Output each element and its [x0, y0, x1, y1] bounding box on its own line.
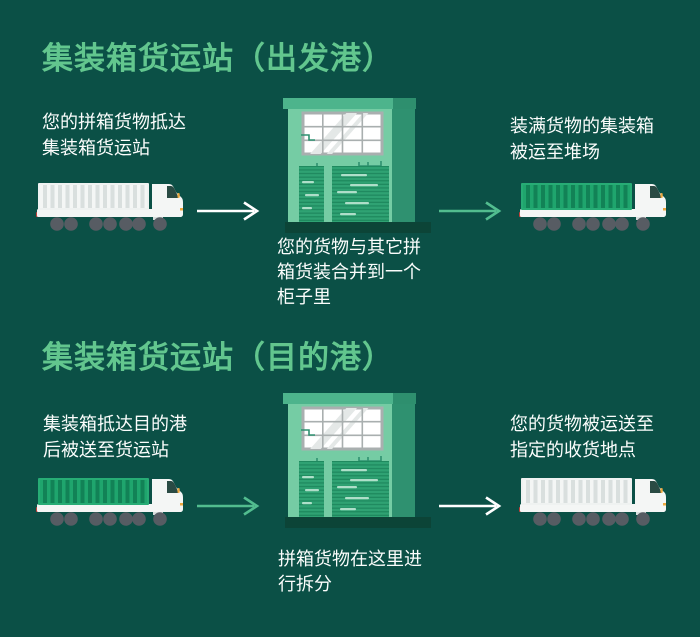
caption-line: 您的拼箱货物抵达 — [42, 112, 186, 132]
caption-line: 柜子里 — [277, 287, 331, 307]
caption-line: 拼箱货物在这里进 — [278, 549, 422, 569]
caption-line: 您的货物与其它拼 — [277, 237, 421, 257]
caption-line: 箱货装合并到一个 — [277, 262, 421, 282]
warehouse-caption: 拼箱货物在这里进 行拆分 — [278, 547, 422, 597]
white-arrow-icon — [437, 494, 511, 518]
left-step-caption: 您的拼箱货物抵达 集装箱货运站 — [42, 109, 186, 161]
warehouse-caption: 您的货物与其它拼 箱货装合并到一个 柜子里 — [277, 235, 421, 310]
caption-line: 您的货物被运送至 — [510, 414, 654, 434]
right-step-caption: 您的货物被运送至 指定的收货地点 — [510, 411, 654, 463]
caption-line: 行拆分 — [278, 574, 332, 594]
caption-line: 集装箱抵达目的港 — [43, 414, 187, 434]
caption-line: 装满货物的集装箱 — [510, 116, 654, 136]
caption-line: 后被送至货运站 — [43, 440, 169, 460]
caption-line: 集装箱货运站 — [42, 138, 150, 158]
right-step-caption: 装满货物的集装箱 被运至堆场 — [510, 113, 654, 165]
section-title: 集装箱货运站（出发港） — [42, 41, 394, 76]
section-title: 集装箱货运站（目的港） — [42, 340, 394, 375]
white-container-truck-icon — [519, 477, 669, 527]
left-step-caption: 集装箱抵达目的港 后被送至货运站 — [43, 411, 187, 463]
caption-line: 被运至堆场 — [510, 142, 600, 162]
green-container-truck-icon — [36, 477, 186, 527]
caption-line: 指定的收货地点 — [510, 440, 636, 460]
warehouse-icon — [283, 390, 433, 528]
green-arrow-icon — [195, 494, 269, 518]
